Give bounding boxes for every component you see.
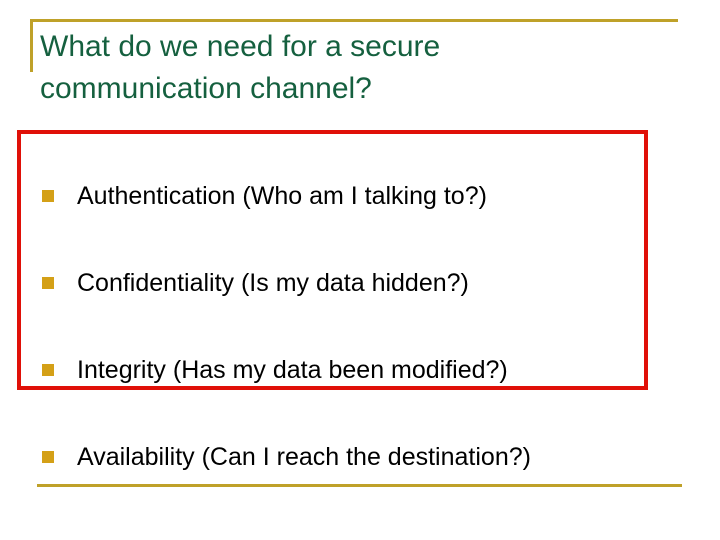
square-bullet-icon: [42, 189, 54, 202]
square-bullet-icon: [42, 450, 54, 463]
list-item-label: Availability (Can I reach the destinatio…: [77, 442, 531, 471]
list-item-label: Authentication (Who am I talking to?): [77, 181, 487, 210]
list-item: Authentication (Who am I talking to?): [42, 152, 692, 239]
list-item-label: Confidentiality (Is my data hidden?): [77, 268, 469, 297]
title-left-rule: [30, 19, 33, 72]
list-item: Integrity (Has my data been modified?): [42, 326, 692, 413]
list-item: Availability (Can I reach the destinatio…: [42, 413, 692, 500]
page-title: What do we need for a secure communicati…: [40, 30, 441, 105]
square-bullet-icon: [42, 363, 54, 376]
square-bullet-icon: [42, 276, 54, 289]
bullet-list: Authentication (Who am I talking to?) Co…: [42, 152, 692, 500]
footer-rule: [37, 484, 682, 487]
title-top-rule: [30, 19, 678, 22]
list-item: Confidentiality (Is my data hidden?): [42, 239, 692, 326]
list-item-label: Integrity (Has my data been modified?): [77, 355, 508, 384]
